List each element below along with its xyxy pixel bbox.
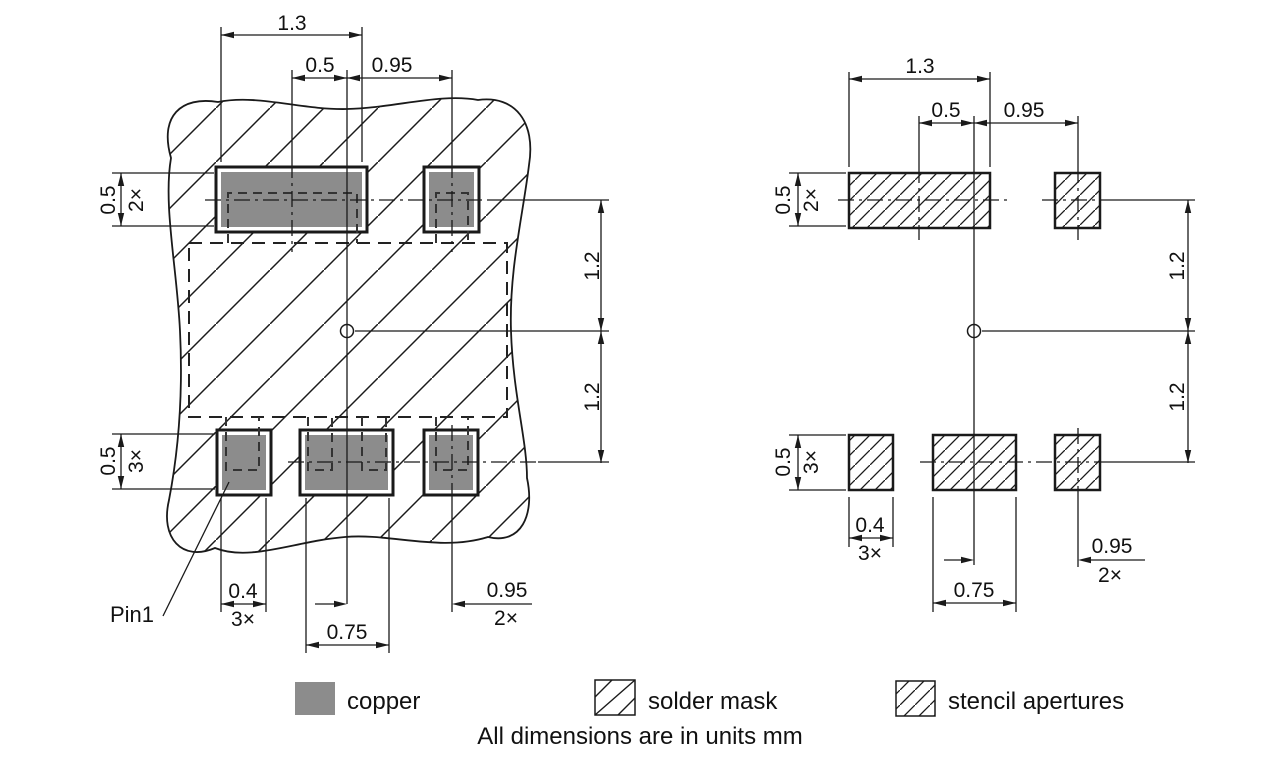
dim-small-pad-width: 0.4 bbox=[228, 580, 258, 603]
dim-small-aperture-width-qty: 3× bbox=[858, 542, 882, 565]
dim-bottom-aperture-qty: 3× bbox=[800, 450, 823, 474]
dim-bottom-aperture-height: 0.5 bbox=[772, 447, 795, 476]
center-origin-marker bbox=[966, 323, 982, 339]
solder-mask-swatch-hatch bbox=[594, 679, 636, 716]
dim-top-aperture-qty: 2× bbox=[800, 188, 823, 212]
dim-bottom-pad-qty: 3× bbox=[125, 449, 148, 473]
dim-pitch-bottom: 0.95 bbox=[1092, 535, 1133, 558]
legend-item-copper: copper bbox=[295, 682, 420, 715]
dim-pad-width-1_3: 1.3 bbox=[277, 12, 306, 35]
dim-top-aperture-height: 0.5 bbox=[772, 185, 795, 214]
aperture-bottom-left bbox=[847, 433, 895, 492]
units-note: All dimensions are in units mm bbox=[477, 723, 802, 750]
extension-lines bbox=[789, 72, 1017, 612]
dim-bottom-pad-height: 0.5 bbox=[97, 446, 120, 475]
dim-pitch-0_95: 0.95 bbox=[372, 54, 413, 77]
dim-pitch-bottom-qty: 2× bbox=[494, 607, 518, 630]
dim-center-offset-0_5: 0.5 bbox=[931, 99, 960, 122]
dimension-arrows bbox=[117, 31, 605, 649]
dim-top-pad-qty: 2× bbox=[125, 188, 148, 212]
dim-top-pad-height: 0.5 bbox=[97, 185, 120, 214]
dim-small-pad-width-qty: 3× bbox=[231, 608, 255, 631]
lead-bottom-left bbox=[225, 417, 260, 471]
dim-aperture-width-1_3: 1.3 bbox=[905, 55, 934, 78]
legend-item-stencil-apertures: stencil apertures bbox=[895, 680, 1124, 717]
lead-bottom-mid-b bbox=[361, 417, 387, 471]
dim-center-offset-0_5: 0.5 bbox=[305, 54, 334, 77]
pad-bottom-left bbox=[215, 428, 273, 497]
stencil-apertures-swatch bbox=[895, 680, 936, 717]
dimension-labels: 1.3 0.5 0.95 0.5 2× 1.2 1.2 0.5 3× 0.4 3… bbox=[97, 12, 604, 644]
legend: copper solder mask stencil apertures bbox=[295, 679, 1124, 717]
dimension-labels: 1.3 0.5 0.95 0.5 2× 1.2 1.2 0.5 3× 0.4 3… bbox=[772, 55, 1189, 602]
dim-row-offset-bottom: 1.2 bbox=[1166, 382, 1189, 411]
legend-item-solder-mask: solder mask bbox=[594, 679, 778, 716]
land-pattern-view: 1.3 0.5 0.95 0.5 2× 1.2 1.2 0.5 3× 0.4 3… bbox=[97, 12, 609, 653]
component-body-outline bbox=[188, 242, 508, 418]
dim-pitch-0_95: 0.95 bbox=[1004, 99, 1045, 122]
dim-row-offset-top: 1.2 bbox=[1166, 251, 1189, 280]
dim-row-offset-top: 1.2 bbox=[581, 251, 604, 280]
copper-swatch bbox=[295, 682, 335, 715]
dim-pitch-bottom-qty: 2× bbox=[1098, 564, 1122, 587]
dim-small-aperture-width: 0.4 bbox=[855, 514, 885, 537]
stencil-dimensions: 1.3 0.5 0.95 0.5 2× 1.2 1.2 0.5 3× 0.4 3… bbox=[772, 55, 1192, 612]
legend-label-stencil-apertures: stencil apertures bbox=[948, 688, 1124, 715]
dim-pitch-bottom: 0.95 bbox=[487, 579, 528, 602]
pin1-leader-line bbox=[162, 481, 230, 617]
land-dimensions: 1.3 0.5 0.95 0.5 2× 1.2 1.2 0.5 3× 0.4 3… bbox=[97, 12, 605, 653]
pin1-label: Pin1 bbox=[110, 602, 154, 627]
dimension-arrows bbox=[794, 75, 1192, 607]
stencil-view: 1.3 0.5 0.95 0.5 2× 1.2 1.2 0.5 3× 0.4 3… bbox=[772, 55, 1195, 612]
dim-row-offset-bottom: 1.2 bbox=[581, 382, 604, 411]
lead-top-wide bbox=[227, 192, 358, 243]
pin1-callout: Pin1 bbox=[110, 481, 230, 627]
extension-lines bbox=[112, 27, 390, 653]
stencil-centerlines bbox=[838, 116, 1195, 567]
dim-middle-aperture-width: 0.75 bbox=[954, 579, 995, 602]
center-origin-marker bbox=[339, 323, 355, 339]
legend-label-solder-mask: solder mask bbox=[648, 688, 778, 715]
lead-bottom-mid-a bbox=[307, 417, 333, 471]
dim-middle-pad-width: 0.75 bbox=[327, 621, 368, 644]
legend-label-copper: copper bbox=[347, 688, 420, 715]
